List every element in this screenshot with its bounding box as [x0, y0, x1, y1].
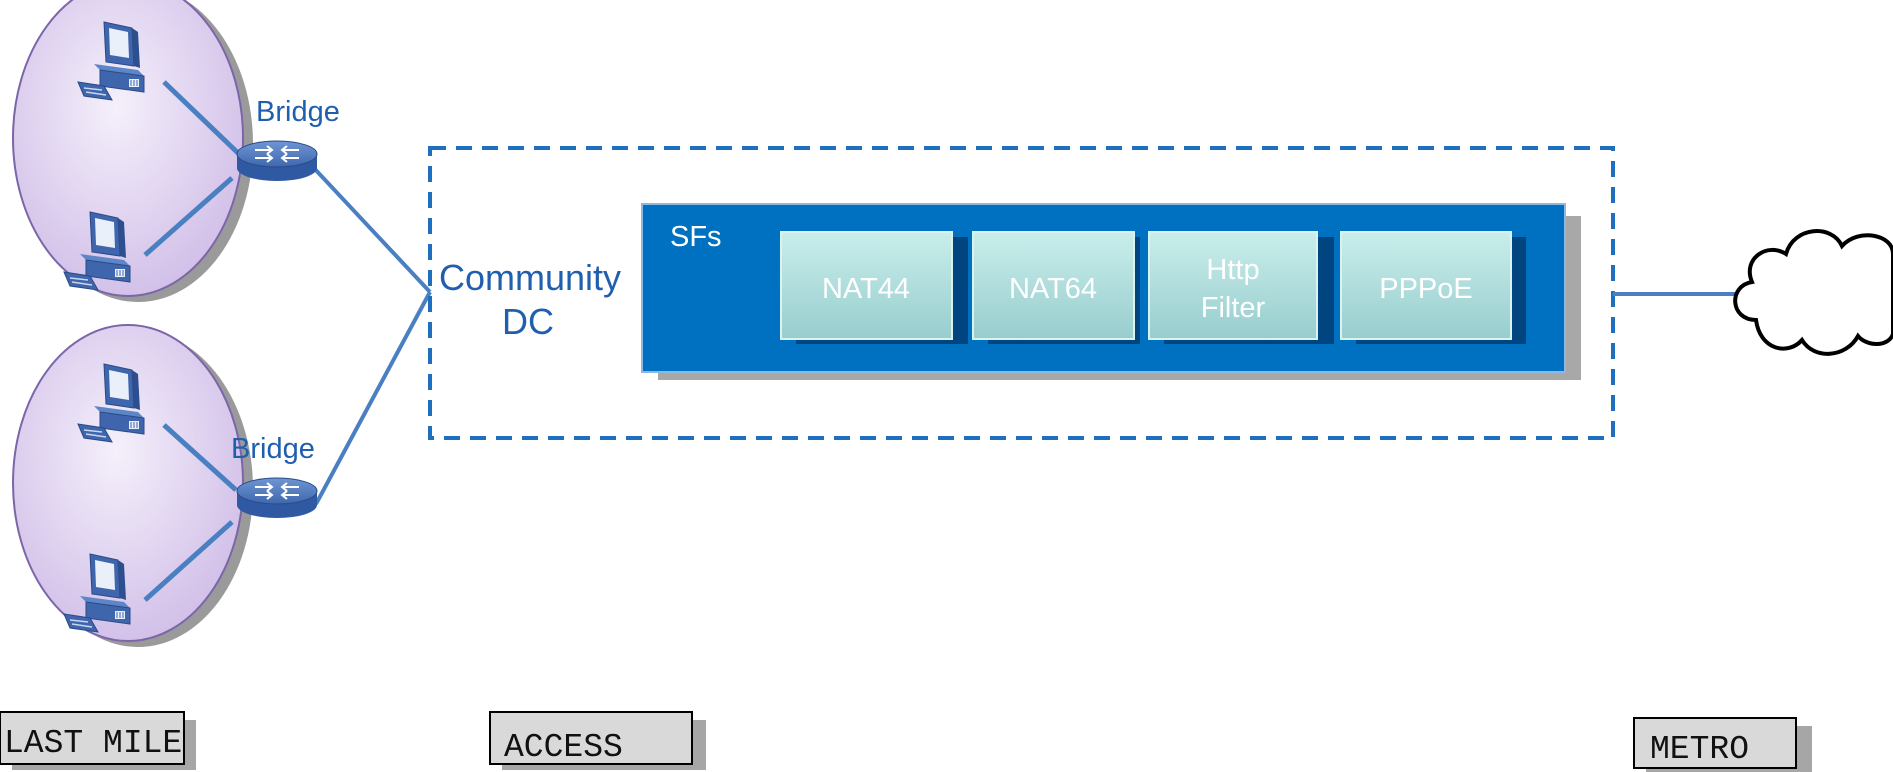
zone-last-mile: LAST MILE [0, 711, 196, 770]
sf-tile-nat64: NAT64 [972, 231, 1140, 344]
sf-http-filter-label-line1: Http [1206, 254, 1259, 286]
link-pc4-bridge [143, 520, 234, 602]
link-pc2-bridge [143, 176, 234, 257]
community-dc-label-line2: DC [502, 301, 554, 342]
cloud-icon [1733, 229, 1893, 356]
site-bottom [12, 324, 253, 647]
sf-nat44-label: NAT44 [822, 273, 910, 305]
link-bridge2-dc [314, 291, 432, 505]
link-pc3-bridge [162, 423, 238, 492]
sf-tile-http-filter: Http Filter [1148, 231, 1334, 344]
zone-metro: METRO [1633, 717, 1812, 772]
sf-tile-nat44: NAT44 [780, 231, 968, 344]
bridge-top-label: Bridge [256, 96, 340, 128]
link-bridge1-dc [310, 164, 432, 294]
sf-nat64-label: NAT64 [1009, 273, 1097, 305]
zone-last-mile-label: LAST MILE [4, 725, 182, 762]
zone-access: ACCESS [489, 711, 706, 770]
sf-http-filter-label-line2: Filter [1201, 292, 1266, 324]
zone-access-label: ACCESS [504, 729, 623, 766]
sfs-title-text: SFs [670, 221, 722, 253]
router-icon [236, 140, 318, 182]
zone-metro-label: METRO [1650, 731, 1749, 768]
sf-pppoe-label: PPPoE [1379, 273, 1473, 305]
link-pc1-bridge [162, 80, 240, 155]
community-dc-label-line1: Community [439, 257, 621, 298]
router-icon [236, 477, 318, 519]
sf-tile-pppoe: PPPoE [1340, 231, 1526, 344]
bridge-bottom-label: Bridge [231, 433, 315, 465]
